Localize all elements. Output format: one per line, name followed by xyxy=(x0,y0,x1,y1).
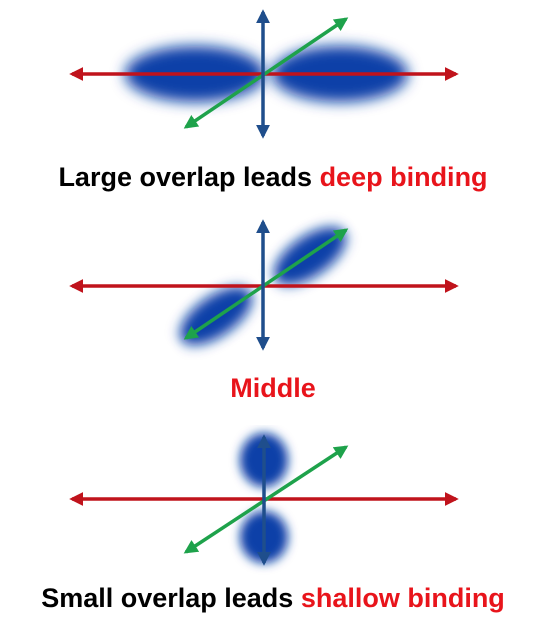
caption-shallow-binding-text: shallow binding xyxy=(300,583,505,613)
orbital-diagram-small-overlap xyxy=(69,433,459,566)
panel-small-overlap xyxy=(0,425,546,575)
panel-large-overlap xyxy=(0,0,546,150)
caption-large-overlap-text: Large overlap leads xyxy=(58,162,320,192)
caption-small-overlap: Small overlap leads shallow binding xyxy=(0,585,546,612)
orbital-diagram-middle-overlap xyxy=(69,219,459,351)
caption-middle: Middle xyxy=(0,375,546,402)
caption-small-overlap-text: Small overlap leads xyxy=(41,583,301,613)
diagonal-axis-arrow xyxy=(183,228,349,340)
caption-deep-binding-text: deep binding xyxy=(319,162,488,192)
orbital-diagram-large-overlap xyxy=(69,9,459,139)
panel-middle-overlap xyxy=(0,210,546,360)
caption-middle-text: Middle xyxy=(230,373,316,403)
caption-large-overlap: Large overlap leads deep binding xyxy=(0,164,546,191)
